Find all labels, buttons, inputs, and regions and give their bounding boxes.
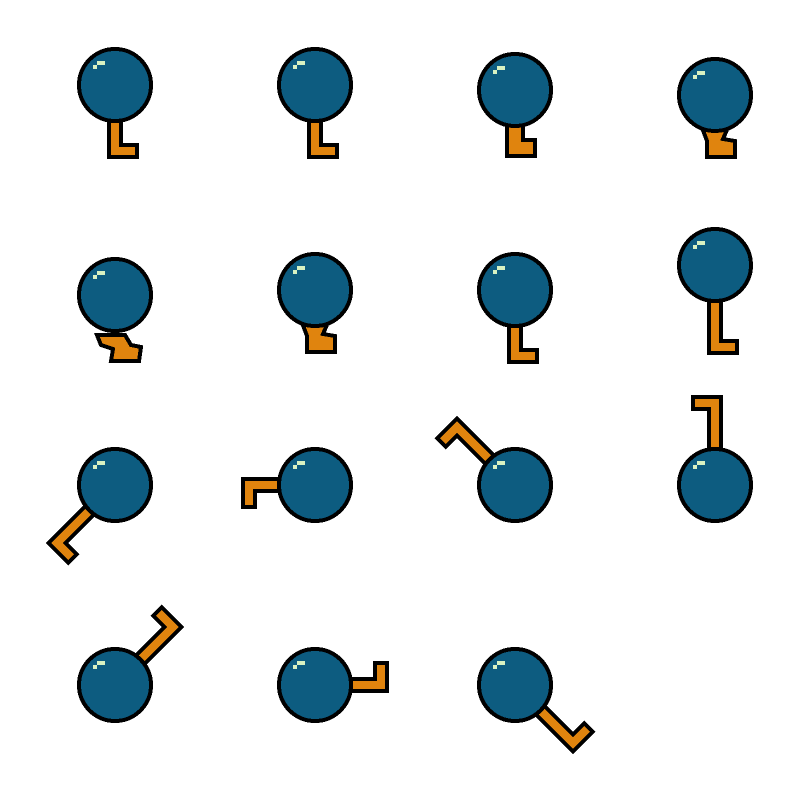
orb-body bbox=[77, 647, 153, 723]
orb-body bbox=[77, 257, 153, 333]
orb-highlight bbox=[493, 270, 497, 274]
key-handle bbox=[241, 477, 285, 509]
orb-body bbox=[77, 47, 153, 123]
orb-highlight bbox=[293, 65, 297, 69]
orb-highlight bbox=[293, 465, 297, 469]
orb-highlight bbox=[497, 66, 505, 70]
orb-highlight bbox=[97, 661, 105, 665]
orb-highlight bbox=[97, 61, 105, 65]
sprite-frame-5 bbox=[77, 257, 153, 363]
orb-highlight bbox=[293, 270, 297, 274]
orb-highlight bbox=[293, 665, 297, 669]
sprite-frame-1 bbox=[77, 47, 153, 159]
orb-highlight bbox=[297, 661, 305, 665]
orb-highlight bbox=[97, 461, 105, 465]
orb-body bbox=[277, 252, 353, 328]
orb-body bbox=[277, 647, 353, 723]
sprite-frame-4 bbox=[677, 57, 753, 159]
orb-highlight bbox=[297, 266, 305, 270]
orb-body bbox=[477, 647, 553, 723]
sprite-frame-2 bbox=[277, 47, 353, 159]
key-handle bbox=[94, 333, 144, 363]
orb-highlight bbox=[493, 665, 497, 669]
sprite-frame-10 bbox=[241, 447, 353, 523]
orb-highlight bbox=[693, 245, 697, 249]
key-handle bbox=[707, 295, 739, 355]
sprite-frame-15 bbox=[477, 647, 596, 755]
sprite-frame-7 bbox=[477, 252, 553, 364]
orb-body bbox=[77, 447, 153, 523]
sprite-frame-8 bbox=[677, 227, 753, 355]
orb-body bbox=[677, 227, 753, 303]
orb-highlight bbox=[93, 65, 97, 69]
sprite-frame-9 bbox=[45, 447, 153, 566]
sprite-frame-3 bbox=[477, 52, 553, 158]
orb-highlight bbox=[297, 461, 305, 465]
orb-highlight bbox=[93, 665, 97, 669]
sprite-frame-14 bbox=[277, 647, 389, 723]
orb-highlight bbox=[693, 75, 697, 79]
sprite-frame-13 bbox=[77, 604, 185, 723]
orb-highlight bbox=[697, 71, 705, 75]
key-handle bbox=[691, 395, 723, 455]
orb-body bbox=[477, 252, 553, 328]
key-handle bbox=[345, 661, 389, 693]
orb-highlight bbox=[497, 661, 505, 665]
orb-body bbox=[277, 47, 353, 123]
orb-highlight bbox=[297, 61, 305, 65]
orb-body bbox=[677, 447, 753, 523]
orb-highlight bbox=[497, 461, 505, 465]
orb-highlight bbox=[497, 266, 505, 270]
key-handle bbox=[107, 115, 139, 159]
orb-highlight bbox=[693, 465, 697, 469]
orb-body bbox=[477, 52, 553, 128]
key-handle bbox=[507, 320, 539, 364]
orb-highlight bbox=[697, 461, 705, 465]
key-handle bbox=[307, 115, 339, 159]
sprite-frame-6 bbox=[277, 252, 353, 354]
sprite-frame-11 bbox=[434, 415, 553, 523]
orb-highlight bbox=[493, 465, 497, 469]
orb-highlight bbox=[93, 465, 97, 469]
orb-body bbox=[477, 447, 553, 523]
orb-highlight bbox=[97, 271, 105, 275]
orb-highlight bbox=[493, 70, 497, 74]
orb-highlight bbox=[93, 275, 97, 279]
orb-body bbox=[277, 447, 353, 523]
orb-body bbox=[677, 57, 753, 133]
sprite-frame-12 bbox=[677, 395, 753, 523]
orb-highlight bbox=[697, 241, 705, 245]
